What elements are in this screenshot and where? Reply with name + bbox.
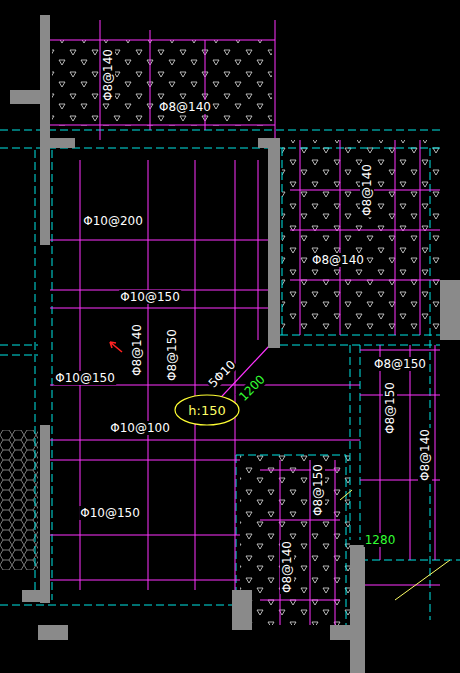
- rebar-label: Φ8@150: [373, 357, 427, 371]
- rebar-label: Φ10@100: [109, 421, 171, 435]
- rebar-label: Φ8@140: [158, 100, 212, 114]
- slab-thickness: h:150: [188, 403, 225, 418]
- rebar-label: Φ8@140: [360, 163, 374, 217]
- rebar-label: Φ8@150: [165, 328, 179, 382]
- rebar-label: 5Φ10: [205, 357, 239, 391]
- dimension: 1200: [236, 372, 269, 405]
- rebar-label: Φ8@140: [418, 428, 432, 482]
- rebar-label: Φ10@200: [82, 214, 144, 228]
- rebar-label: Φ10@150: [54, 371, 116, 385]
- dimension: 1280: [364, 533, 397, 547]
- pointer-arrow: [110, 342, 122, 352]
- thickness-ellipse: h:150: [174, 394, 240, 426]
- rebar-label: Φ10@150: [119, 290, 181, 304]
- rebar-lines: [40, 20, 450, 625]
- rebar-label: Φ8@140: [280, 540, 294, 594]
- rebar-label: Φ8@140: [311, 253, 365, 267]
- rebar-label: Φ8@140: [130, 323, 144, 377]
- rebar-label: Φ8@150: [383, 381, 397, 435]
- hatched-slab: [0, 40, 440, 625]
- rebar-label: Φ8@140: [101, 48, 115, 102]
- walls: [10, 15, 460, 673]
- rebar-label: Φ8@150: [311, 463, 325, 517]
- rebar-label: Φ10@150: [79, 506, 141, 520]
- beam-lines: [0, 40, 460, 630]
